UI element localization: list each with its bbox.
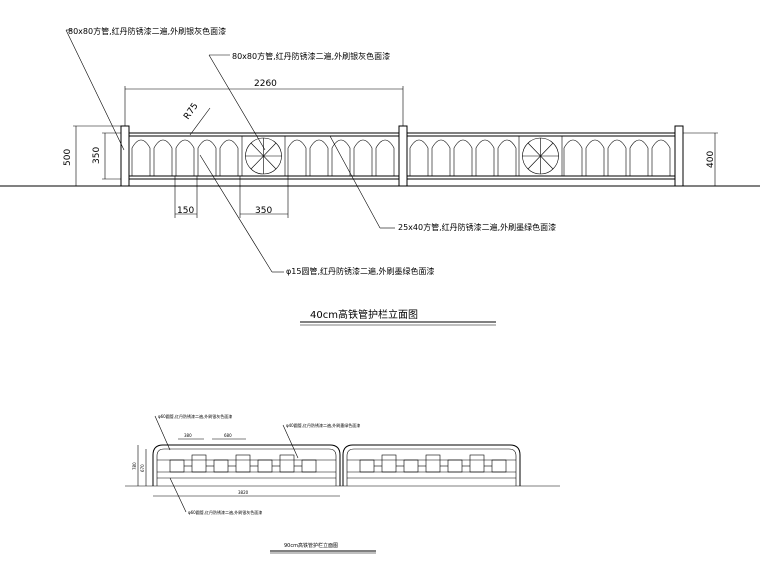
top-title: 40cm高铁管护栏立面图: [310, 308, 418, 321]
dim-rail-height: 350: [92, 147, 102, 164]
dim-span: 2260: [254, 79, 277, 89]
dim-670: 670: [140, 464, 145, 472]
dim-right-height: 400: [706, 151, 716, 168]
bottom-elevation: 380 680 3820 780 670 φ60圆管,红丹防锈漆二遍,外刷银灰色…: [125, 413, 560, 554]
dim-3820: 3820: [238, 490, 249, 495]
callout-rail: 25x40方管,红丹防锈漆二遍,外刷墨绿色面漆: [398, 222, 556, 232]
callout-top-rail: φ60圆管,红丹防锈漆二遍,外刷银灰色面漆: [158, 413, 232, 419]
top-elevation: 2260 500 350 400 R75 150 350 80x80方管,红丹防…: [0, 26, 760, 326]
callout-bottom: φ60圆管,红丹防锈漆二遍,外刷银灰色面漆: [188, 509, 262, 515]
circle-panel-left: [241, 135, 286, 177]
arch-row-right: [409, 139, 671, 176]
post-left: [120, 125, 130, 187]
callout-post: 80x80方管,红丹防锈漆二遍,外刷银灰色面漆: [68, 26, 226, 36]
post-mid: [398, 125, 408, 187]
dim-spacing: 150: [177, 206, 194, 216]
callout-post-2: 80x80方管,红丹防锈漆二遍,外刷银灰色面漆: [232, 51, 390, 61]
frame-left: [152, 444, 341, 486]
arch-row-left: [131, 139, 395, 176]
bottom-title: 90cm高铁管护栏立面图: [284, 542, 338, 549]
dim-680: 680: [224, 433, 232, 438]
dim-total-height: 500: [63, 149, 73, 166]
dim-radius: R75: [182, 101, 200, 121]
pattern-right: [359, 454, 507, 473]
dim-780: 780: [132, 462, 137, 470]
callout-mid: φ40圆管,红丹防锈漆二遍,外刷墨绿色面漆: [286, 422, 360, 428]
circle-panel-right: [518, 135, 563, 177]
frame-right: [342, 444, 521, 486]
post-right: [674, 125, 684, 187]
pattern-left: [169, 454, 317, 473]
dim-circle: 350: [255, 206, 272, 216]
dim-380: 380: [184, 433, 192, 438]
callout-bar: φ15圆管,红丹防锈漆二遍,外刷墨绿色面漆: [286, 266, 435, 276]
